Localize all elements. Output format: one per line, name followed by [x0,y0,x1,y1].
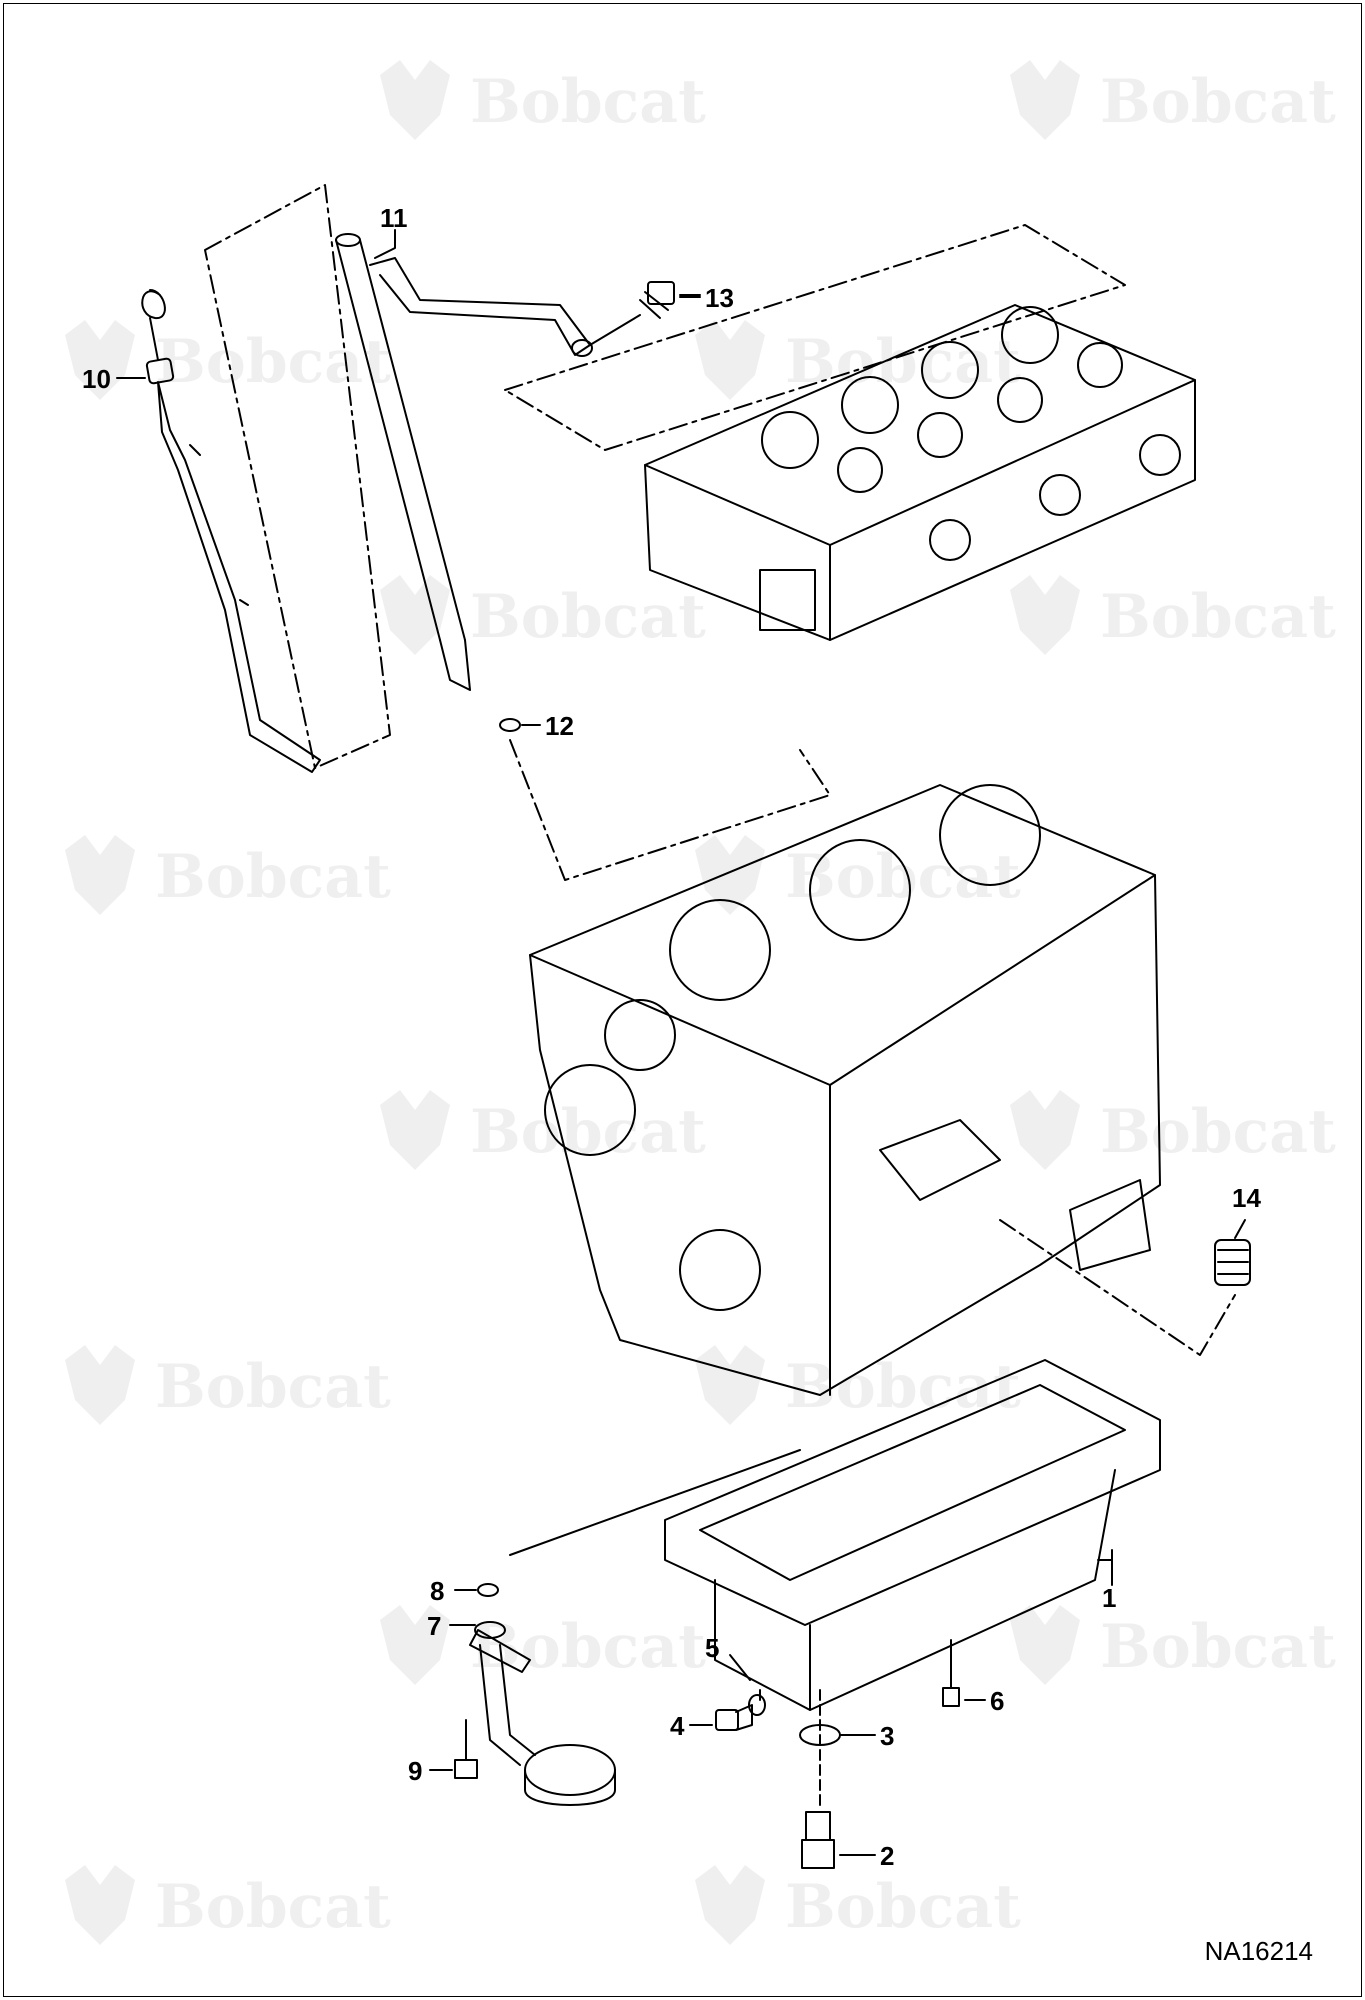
bobcat-logo-icon [695,835,765,915]
dipstick [141,289,321,773]
tube-to-bolt-line [589,314,641,346]
callout-9: 9 [408,1756,423,1786]
callout-1: 1 [1102,1583,1117,1613]
callout-2: 2 [880,1841,895,1871]
watermark-brand: Bobcat [470,67,706,137]
bobcat-watermark: Bobcat [1000,55,1336,145]
bobcat-watermark: Bobcat [55,315,391,405]
bobcat-watermark: Bobcat [1000,1600,1336,1690]
bobcat-watermark: Bobcat [685,830,1021,920]
bobcat-watermark: Bobcat [55,830,391,920]
bobcat-logo-icon [380,575,450,655]
oil-pan [664,1359,1161,1711]
plug-alignment-line [999,1219,1236,1356]
bobcat-logo-icon [380,1605,450,1685]
watermark-brand: Bobcat [1100,1097,1336,1167]
oil-strainer [469,1621,616,1806]
watermark-brand: Bobcat [470,582,706,652]
bobcat-logo-icon [1010,575,1080,655]
diagram-border [3,3,1362,1997]
dipstick-tube [335,233,593,691]
bobcat-watermark: Bobcat [370,570,706,660]
o-ring-8 [477,1583,499,1597]
watermark-brand: Bobcat [1100,1612,1336,1682]
watermark-brand: Bobcat [155,327,391,397]
bobcat-watermark: Bobcat [55,1860,391,1950]
bobcat-logo-icon [695,320,765,400]
callout-6: 6 [990,1686,1005,1716]
callout-7: 7 [427,1611,442,1641]
watermark-brand: Bobcat [155,842,391,912]
callout-12: 12 [545,711,574,741]
watermark-brand: Bobcat [785,327,1021,397]
bobcat-watermark: Bobcat [1000,570,1336,660]
drawing-number: NA16214 [1204,1936,1313,1966]
leader-5 [729,1654,751,1681]
watermark-brand: Bobcat [1100,67,1336,137]
callout-5: 5 [705,1633,720,1663]
strainer-bolt [454,1719,478,1779]
drain-alignment [759,1689,821,1811]
head-gasket-alignment [509,739,831,881]
bobcat-watermark: Bobcat [370,55,706,145]
watermark-brand: Bobcat [1100,582,1336,652]
watermark-brand: Bobcat [785,1872,1021,1942]
cylinder-head [644,304,1196,641]
bobcat-watermark: Bobcat [55,1340,391,1430]
drain-plug [801,1811,835,1869]
callout-8: 8 [430,1576,445,1606]
bobcat-logo-icon [65,835,135,915]
bobcat-watermark: Bobcat [685,315,1021,405]
watermark-brand: Bobcat [155,1352,391,1422]
callout-3: 3 [880,1721,895,1751]
bobcat-watermark: Bobcat [685,1860,1021,1950]
dipstick-alignment-box [204,184,391,769]
callout-11: 11 [380,203,408,233]
leader-11 [374,229,396,259]
leader-14 [1234,1219,1246,1239]
strainer-alignment [509,1449,801,1556]
bracket-bolt [639,281,701,319]
callout-13: 13 [705,283,734,313]
o-ring-12 [499,718,521,732]
bobcat-logo-icon [65,1345,135,1425]
tube-bracket-alignment-box [504,224,1126,451]
side-washer [748,1694,766,1716]
bobcat-logo-icon [380,60,450,140]
expansion-plug [1214,1239,1251,1286]
bobcat-logo-icon [65,320,135,400]
bobcat-logo-icon [1010,1090,1080,1170]
callout-4: 4 [670,1711,685,1741]
pan-bolt [942,1639,960,1707]
bobcat-logo-icon [65,1865,135,1945]
bobcat-logo-icon [1010,1605,1080,1685]
bobcat-logo-icon [1010,60,1080,140]
callout-14: 14 [1232,1183,1261,1213]
callout-10: 10 [82,364,111,394]
leader-1 [1097,1549,1113,1586]
bobcat-watermark: Bobcat [1000,1085,1336,1175]
bobcat-logo-icon [380,1090,450,1170]
side-plug [715,1704,753,1731]
engine-block [529,784,1161,1396]
bobcat-logo-icon [695,1865,765,1945]
watermark-brand: Bobcat [155,1872,391,1942]
